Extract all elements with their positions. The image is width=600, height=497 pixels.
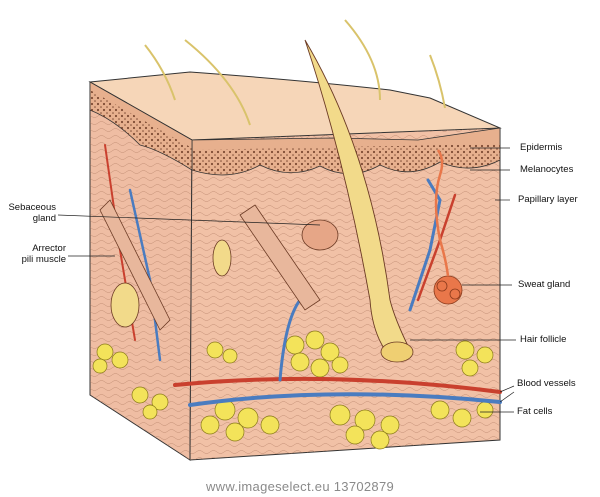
label-arrector-line2: pili muscle: [21, 254, 66, 265]
label-papillary-layer: Papillary layer: [518, 194, 578, 205]
label-fat-cells: Fat cells: [517, 406, 553, 417]
leader-lines: [57, 147, 516, 413]
hairs: [144, 19, 446, 126]
sebaceous-gland: [301, 219, 339, 251]
label-blood-vessels: Blood vessels: [517, 378, 576, 389]
label-melanocytes: Melanocytes: [520, 164, 574, 175]
fat-cells-cluster: [92, 330, 494, 450]
label-arrector-pili-muscle: Arrector pili muscle: [2, 243, 66, 265]
label-sebaceous-gland: Sebaceous gland: [2, 202, 56, 224]
blood-vessels: [104, 144, 502, 407]
sweat-gland: [433, 149, 463, 305]
label-epidermis: Epidermis: [520, 142, 563, 153]
label-sebaceous-line2: gland: [32, 213, 56, 224]
label-sweat-gland: Sweat gland: [518, 279, 571, 290]
label-arrector-line1: Arrector: [32, 243, 66, 254]
arrector-pili-muscle: [99, 199, 171, 331]
label-sebaceous-line1: Sebaceous: [8, 202, 56, 213]
watermark-text: www.imageselect.eu 13702879: [205, 479, 395, 494]
label-hair-follicle: Hair follicle: [520, 334, 567, 345]
